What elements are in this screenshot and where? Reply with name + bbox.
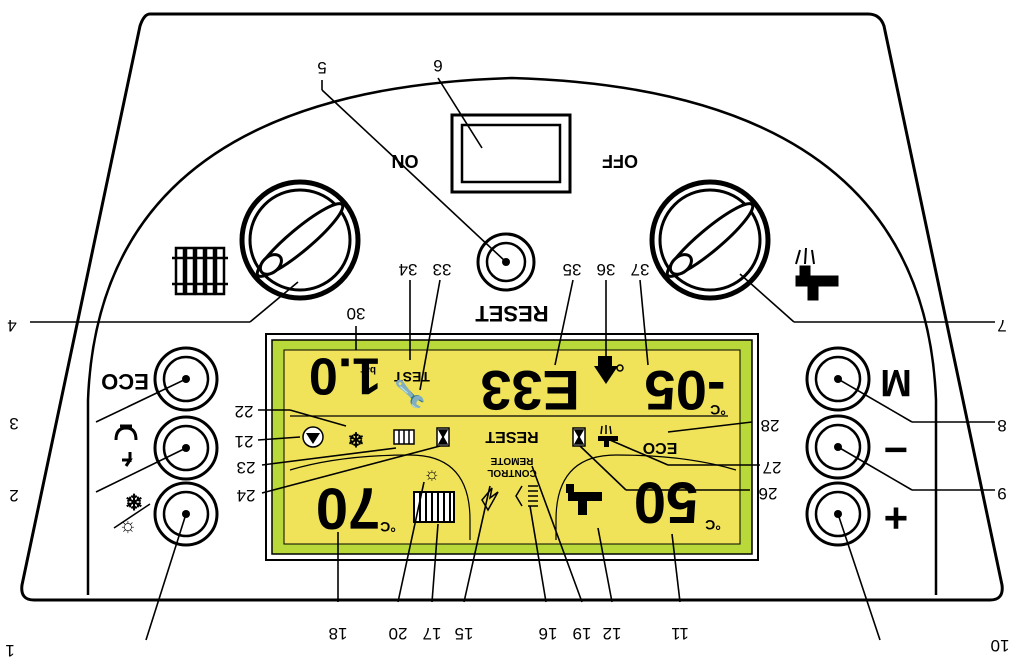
outdoor-temp-unit: °C (710, 402, 726, 418)
callout-36: 36 (597, 260, 616, 279)
hourglass-right-icon (572, 427, 586, 447)
eco-button-label: ECO (101, 369, 149, 394)
lcd-eco-indicator: ECO (643, 439, 678, 456)
error-code: E33 (480, 359, 580, 422)
callout-23: 23 (237, 458, 256, 477)
sun-icon: ☼ (424, 467, 441, 487)
radiator-icon (172, 246, 228, 296)
chimney-sweep-icon (114, 424, 138, 467)
power-switch[interactable] (450, 113, 572, 194)
callout-21: 21 (235, 432, 254, 451)
pump-icon (302, 426, 324, 448)
callout-5: 5 (317, 58, 326, 77)
callout-4: 4 (7, 316, 16, 335)
callout-17: 17 (423, 624, 442, 643)
plus-button-label: + (884, 495, 909, 542)
callout-30: 30 (347, 304, 366, 323)
lcd-radiator-icon (393, 429, 415, 445)
callout-10: 10 (991, 636, 1010, 655)
svg-text:☼: ☼ (424, 467, 441, 487)
pressure-value: 1.0 (309, 346, 381, 404)
dhw-temp-value: 50 (634, 470, 699, 535)
panel-arch (86, 76, 938, 595)
callout-34: 34 (399, 260, 418, 279)
callout-2: 2 (9, 486, 18, 505)
callout-11: 11 (671, 624, 689, 643)
callout-27: 27 (763, 458, 782, 477)
switch-on-label: ON (392, 151, 419, 171)
hourglass-left-icon (436, 427, 450, 447)
callout-1: 1 (5, 641, 14, 660)
lcd-dhw-tap-icon (566, 484, 602, 515)
heating-temp-unit: °C (380, 519, 396, 535)
callout-3: 3 (9, 414, 18, 433)
callout-26: 26 (759, 484, 778, 503)
switch-off-label: OFF (602, 151, 638, 171)
svg-text:❄: ❄ (348, 428, 365, 450)
lcd-display: 1.0 bar TEST 🔧 E33 -05 °C (265, 333, 759, 561)
callout-9: 9 (997, 484, 1006, 503)
lcd-radiator-large-icon (413, 491, 455, 523)
svg-text:❄: ❄ (125, 489, 143, 514)
callout-8: 8 (997, 416, 1006, 435)
callout-lines (30, 77, 995, 641)
snowflake-icon: ❄ (348, 428, 365, 450)
heating-knob[interactable] (239, 179, 361, 301)
callout-28: 28 (761, 416, 780, 435)
menu-button-label: M (880, 361, 912, 403)
minus-button-label: − (884, 427, 909, 474)
callout-35: 35 (563, 260, 582, 279)
heating-temp-value: 70 (316, 476, 381, 541)
flame-icon (481, 487, 499, 512)
callout-24: 24 (237, 486, 256, 505)
tap-icon (795, 247, 839, 301)
svg-text:☼: ☼ (119, 518, 137, 540)
callout-19: 19 (573, 624, 592, 643)
callout-37: 37 (631, 260, 650, 279)
flame-lock-icon (594, 356, 624, 384)
lcd-tap-icon (598, 425, 618, 447)
outdoor-temp-value: -05 (645, 359, 726, 422)
callout-16: 16 (539, 624, 558, 643)
lcd-reset-indicator: RESET (485, 428, 539, 445)
dhw-knob[interactable] (649, 179, 771, 301)
callout-labels: 1 2 3 4 5 6 7 8 9 10 11 12 15 16 17 18 1… (5, 56, 1009, 660)
summer-winter-snow-icon: ❄ (125, 489, 143, 514)
callout-22: 22 (235, 402, 254, 421)
pressure-unit: bar (360, 364, 376, 375)
callout-18: 18 (329, 624, 348, 643)
callout-7: 7 (997, 316, 1006, 335)
dhw-temp-unit: °C (705, 517, 721, 533)
solar-icon (515, 485, 538, 507)
callout-12: 12 (603, 624, 622, 643)
callout-20: 20 (389, 624, 408, 643)
remote-control-line1: REMOTE (490, 455, 533, 466)
summer-winter-sun-icon: ☼ (119, 518, 137, 540)
callout-15: 15 (455, 624, 474, 643)
remote-control-line2: CONTROL (487, 467, 536, 478)
reset-label: RESET (475, 301, 549, 326)
callout-33: 33 (433, 260, 452, 279)
callout-6: 6 (433, 56, 442, 75)
